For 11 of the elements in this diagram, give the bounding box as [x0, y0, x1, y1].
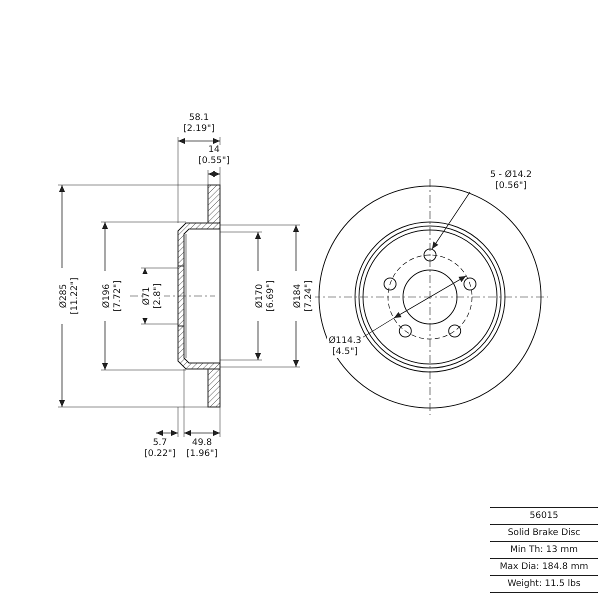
bolt-hole [424, 248, 436, 262]
dimension-label: Ø71 [2.8"] [142, 274, 164, 318]
dimension-label: 5.7 [0.22"] [142, 438, 178, 460]
dimension-label: 14 [0.55"] [196, 145, 232, 167]
dimension-label: Ø114.3 [4.5"] [327, 336, 363, 358]
dimension-label: Ø285 [11.22"] [59, 268, 81, 324]
dimension-label: Ø196 [7.72"] [102, 271, 124, 321]
dimension-label: Ø170 [6.69"] [255, 271, 277, 321]
spec-cell: Weight: 11.5 lbs [490, 575, 598, 593]
leader-line [432, 192, 470, 250]
dimension-label: Ø184 [7.24"] [293, 271, 315, 321]
